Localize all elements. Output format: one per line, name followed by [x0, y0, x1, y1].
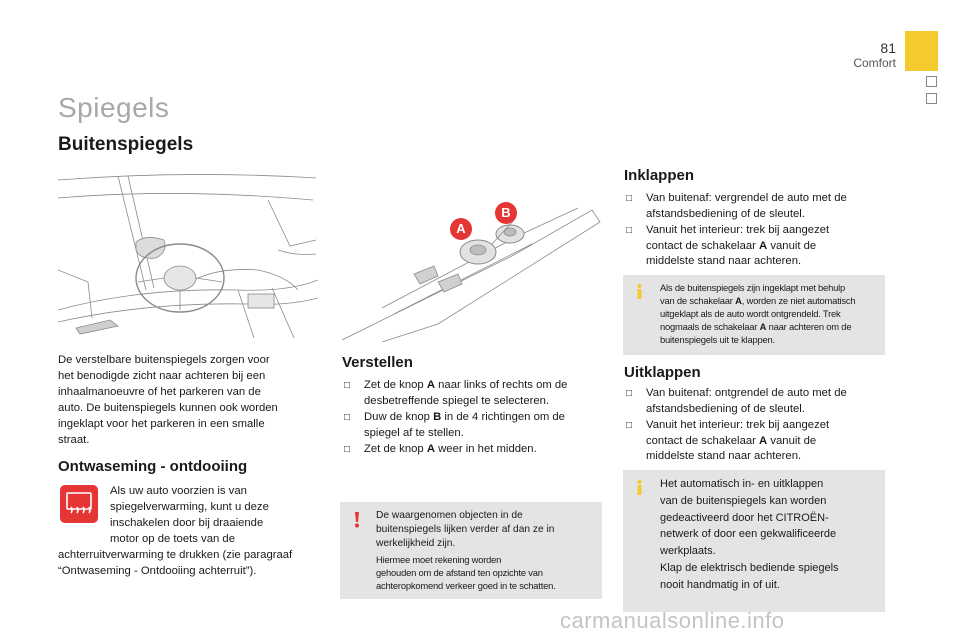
ontwaseming-line: achterruitverwarming te drukken (zie par…: [58, 549, 293, 561]
intro-line: ingeklapt voor het parkeren in een small…: [58, 418, 265, 430]
verstellen-item: □ Zet de knop A naar links of rechts om …: [344, 379, 568, 407]
verstellen-item: □ Zet de knop A weer in het midden.: [342, 442, 602, 458]
callout-b: B: [495, 202, 517, 224]
checkbox-bullet-icon: □: [344, 412, 351, 423]
intro-line: inhaalmanoeuvre of het parkeren van de: [58, 386, 261, 398]
inklappen-heading: Inklappen: [624, 167, 695, 184]
inklappen-item: □ Van buitenaf: vergrendel de auto met d…: [626, 192, 847, 220]
checkbox-bullet-icon: □: [626, 420, 633, 431]
callout-a: A: [450, 218, 472, 240]
ontwaseming-full: achterruitverwarming te drukken (zie par…: [58, 547, 338, 579]
checkbox-bullet-icon: □: [626, 388, 633, 399]
info-note-line: netwerk of door een gekwalificeerde: [660, 528, 837, 541]
ontwaseming-line: “Ontwaseming - Ontdooiing achterruit”).: [58, 565, 257, 577]
mirror-switch-illustration: [342, 196, 602, 342]
ontwaseming-heading: Ontwaseming - ontdooiing: [58, 458, 248, 475]
warning-line: werkelijkheid zijn.: [376, 538, 456, 549]
ontwaseming-line: inschakelen door bij draaiende: [110, 517, 264, 529]
info-note-line: nooit handmatig in of uit.: [660, 578, 780, 591]
verstellen-item: □ Duw de knop B in de 4 richtingen om de…: [344, 411, 565, 439]
info-icon: [637, 284, 642, 299]
uitklappen-list: □ Van buitenaf: ontgrendel de auto met d…: [624, 386, 886, 466]
info-note-line: werkplaats.: [660, 545, 716, 558]
intro-line: auto. De buitenspiegels kunnen ook worde…: [58, 402, 278, 414]
intro-line: het benodigde zicht naar achteren bij ee…: [58, 370, 266, 382]
info-note-deactivate: Het automatisch in- en uitklappen van de…: [623, 470, 885, 612]
inklappen-list: □ Van buitenaf: vergrendel de auto met d…: [624, 191, 886, 271]
info-note-line: gedeactiveerd door het CITROËN-: [660, 511, 829, 524]
car-interior-illustration: [58, 170, 318, 338]
info-note-line: buitenspiegels uit te klappen.: [660, 334, 775, 345]
page-number: 81: [880, 40, 896, 56]
section-tab-box: [926, 93, 937, 104]
intro-line: De verstelbare buitenspiegels zorgen voo…: [58, 354, 270, 366]
info-note-line: van de schakelaar A, worden ze niet auto…: [660, 295, 856, 306]
warning-small-line: achteropkomend verkeer goed in te schatt…: [376, 580, 556, 591]
verstellen-heading: Verstellen: [342, 354, 413, 371]
ontwaseming-line: Als uw auto voorzien is van: [110, 485, 247, 497]
warning-line: De waargenomen objecten in de: [376, 510, 523, 521]
info-note-line: Als de buitenspiegels zijn ingeklapt met…: [660, 282, 845, 293]
section-tab-marker: [905, 31, 938, 71]
rear-defrost-icon: [60, 485, 98, 523]
checkbox-bullet-icon: □: [344, 380, 351, 391]
warning-note: De waargenomen objecten in de buitenspie…: [340, 502, 602, 599]
inklappen-item: □ Vanuit het interieur: trek bij aangeze…: [626, 224, 830, 267]
ontwaseming-indented: Als uw auto voorzien is van spiegelverwa…: [110, 483, 330, 547]
warning-small-line: gehouden om de afstand ten opzichte van: [376, 567, 543, 578]
intro-paragraph: De verstelbare buitenspiegels zorgen voo…: [58, 352, 328, 448]
info-note-line: Het automatisch in- en uitklappen: [660, 478, 824, 490]
info-note-line: van de buitenspiegels kan worden: [660, 494, 827, 507]
verstellen-list: □ Zet de knop A naar links of rechts om …: [342, 378, 602, 459]
intro-line: straat.: [58, 434, 90, 446]
info-note-line: nogmaals de schakelaar A naar achteren o…: [660, 321, 852, 332]
info-note-line: uitgeklapt als de auto wordt ontgrendeld…: [660, 308, 841, 319]
checkbox-bullet-icon: □: [626, 225, 633, 236]
watermark: carmanualsonline.info: [560, 608, 785, 633]
info-icon: [637, 480, 642, 495]
section-label: Comfort: [853, 56, 896, 70]
section-subtitle: Buitenspiegels: [58, 134, 194, 155]
info-note-foldback: Als de buitenspiegels zijn ingeklapt met…: [623, 275, 885, 355]
uitklappen-heading: Uitklappen: [624, 364, 701, 381]
info-note-line: Klap de elektrisch bediende spiegels: [660, 561, 839, 574]
warning-line: buitenspiegels lijken verder af dan ze i…: [376, 524, 555, 535]
section-tab-box: [926, 76, 937, 87]
checkbox-bullet-icon: □: [344, 444, 351, 455]
page-title: Spiegels: [58, 92, 170, 123]
warning-small-line: Hiermee moet rekening worden: [376, 554, 502, 565]
checkbox-bullet-icon: □: [626, 193, 633, 204]
ontwaseming-line: motor op de toets van de: [110, 533, 235, 545]
ontwaseming-line: spiegelverwarming, kunt u deze: [110, 501, 269, 513]
uitklappen-item: □ Vanuit het interieur: trek bij aangeze…: [626, 419, 830, 462]
uitklappen-item: □ Van buitenaf: ontgrendel de auto met d…: [626, 387, 847, 415]
warning-icon: [355, 512, 359, 528]
